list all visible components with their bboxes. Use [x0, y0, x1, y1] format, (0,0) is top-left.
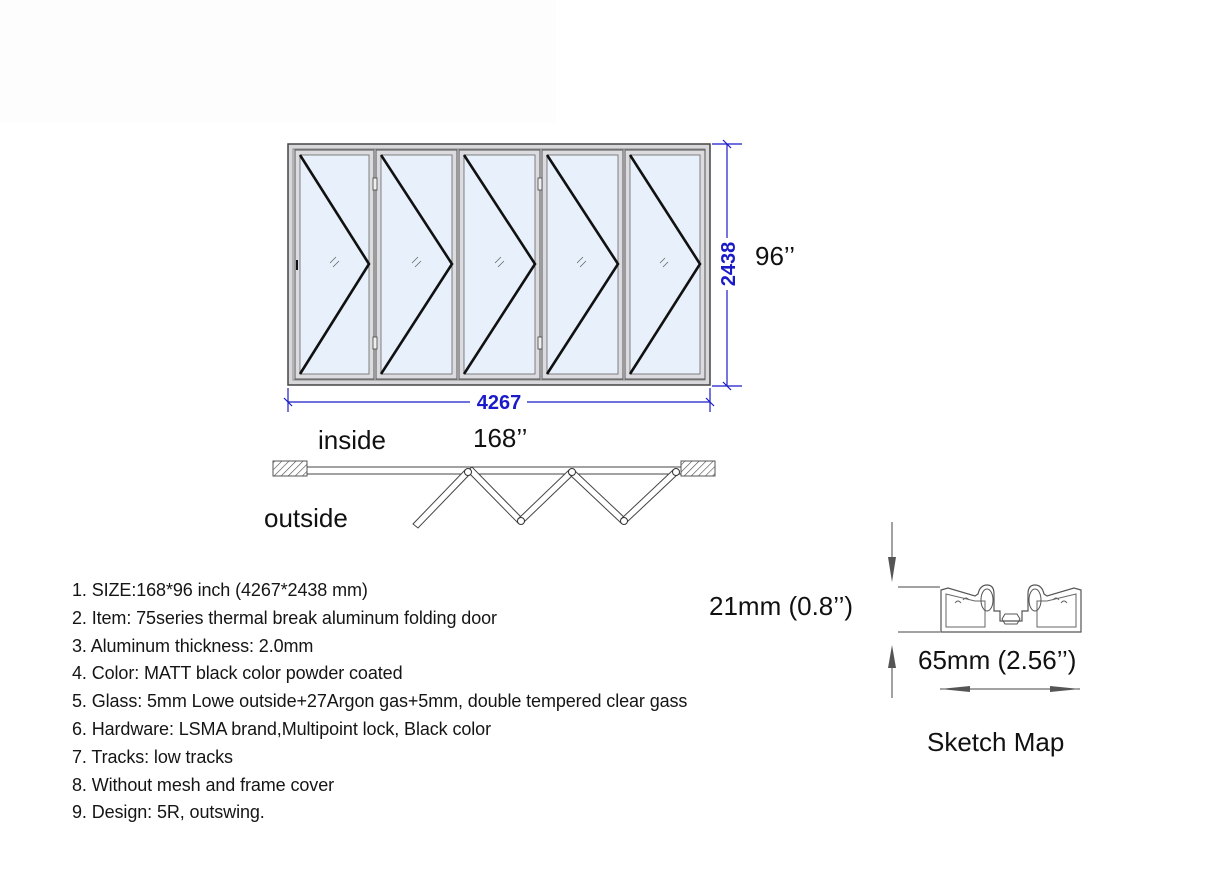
outside-label: outside	[264, 503, 348, 533]
door-panels	[294, 149, 706, 380]
sketch-map-caption: Sketch Map	[927, 727, 1065, 757]
panel-5	[624, 149, 706, 380]
height-mm-label: 2438	[718, 242, 740, 287]
panel-4	[537, 149, 624, 380]
background-panel	[0, 0, 556, 123]
profile-height-label: 21mm (0.8’’)	[709, 591, 854, 621]
inside-label: inside	[318, 425, 386, 455]
spec-list: 1. SIZE:168*96 inch (4267*2438 mm) 2. It…	[72, 577, 687, 827]
spec-item: 9. Design: 5R, outswing.	[72, 802, 265, 823]
profile-sketch	[888, 522, 1082, 698]
spec-item: 3. Aluminum thickness: 2.0mm	[72, 635, 314, 656]
width-inch-label: 168’’	[473, 423, 528, 453]
spec-item: 2. Item: 75series thermal break aluminum…	[72, 607, 497, 628]
panel-1	[294, 149, 375, 380]
width-dimension-line	[283, 388, 715, 412]
profile-width-label: 65mm (2.56’’)	[918, 645, 1077, 675]
spec-item: 4. Color: MATT black color powder coated	[72, 663, 403, 684]
panel-2	[372, 149, 458, 380]
spec-item: 8. Without mesh and frame cover	[72, 774, 335, 795]
spec-item: 5. Glass: 5mm Lowe outside+27Argon gas+5…	[72, 691, 688, 712]
height-inch-label: 96’’	[755, 241, 796, 271]
spec-item: 7. Tracks: low tracks	[72, 746, 233, 767]
height-dimension-line	[712, 139, 742, 391]
spec-item: 1. SIZE:168*96 inch (4267*2438 mm)	[72, 580, 368, 600]
spec-item: 6. Hardware: LSMA brand,Multipoint lock,…	[72, 718, 491, 739]
plan-view	[272, 460, 716, 529]
width-mm-label: 4267	[477, 392, 522, 414]
panel-3	[458, 149, 541, 380]
